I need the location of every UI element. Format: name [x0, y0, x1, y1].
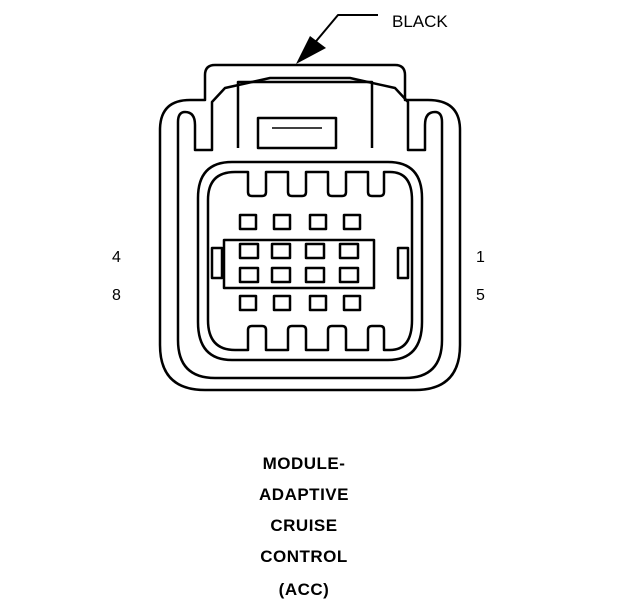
terminal-block	[222, 238, 376, 290]
connector-housing-inner	[176, 76, 444, 380]
pin-cavity-ring	[196, 160, 424, 362]
pin-row-1	[238, 213, 362, 231]
pin-row-2	[238, 242, 360, 260]
connector-housing-outer	[158, 63, 462, 392]
pin-row-3	[238, 266, 360, 284]
wire-color-label: BLACK	[392, 12, 448, 31]
title-line-3: CRUISE	[270, 516, 338, 535]
title-line-2: ADAPTIVE	[259, 485, 349, 504]
latch-window	[256, 116, 338, 150]
title-line-4: CONTROL	[260, 547, 348, 566]
pin-row-4	[238, 294, 362, 312]
title-line-1: MODULE-	[262, 454, 346, 473]
pin-cavity-body	[206, 170, 414, 352]
pin-label-4: 4	[112, 249, 121, 266]
pin-label-1: 1	[476, 249, 485, 266]
pin-label-5: 5	[476, 287, 485, 304]
locking-latch	[236, 80, 374, 148]
title-line-5: (ACC)	[278, 580, 330, 599]
pin-label-8: 8	[112, 287, 121, 304]
callout-arrowhead	[296, 36, 326, 64]
